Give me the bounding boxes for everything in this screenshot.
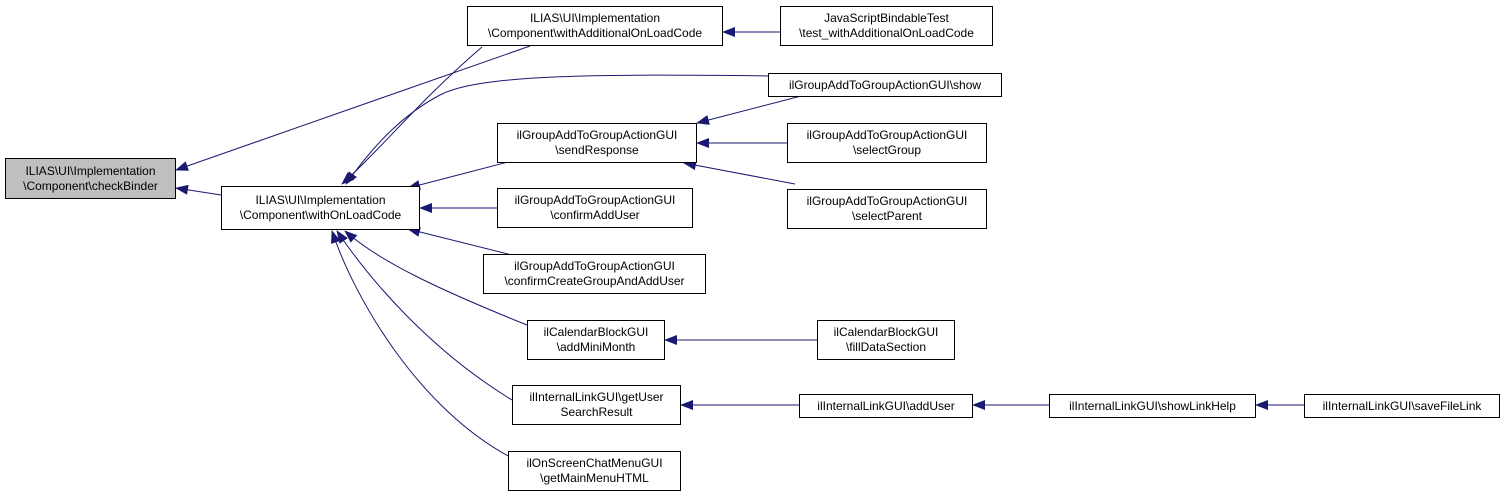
node-line: ilGroupAddToGroupActionGUI	[514, 193, 676, 207]
node-line: ilInternalLinkGUI\showLinkHelp	[1069, 398, 1236, 413]
edge-gConfirmCreate-to-withOnLoadCode	[407, 227, 513, 256]
node-line: JavaScriptBindableTest	[824, 11, 949, 25]
node-line: \confirmCreateGroupAndAddUser	[504, 274, 685, 288]
node-line: ilInternalLinkGUI\getUser	[529, 390, 664, 404]
node-gSelectGroup[interactable]: ilGroupAddToGroupActionGUI \selectGroup	[787, 123, 987, 163]
node-line: ilCalendarBlockGUI	[833, 325, 939, 339]
node-line: \Component\withOnLoadCode	[239, 208, 402, 222]
edge-withAdditional-to-checkBinder	[175, 45, 531, 171]
node-line: ILIAS\UI\Implementation	[529, 11, 661, 25]
edge-calMini-to-withOnLoadCode	[344, 230, 528, 326]
node-line: ilOnScreenChatMenuGUI	[526, 456, 663, 470]
node-line: ilCalendarBlockGUI	[543, 325, 649, 339]
node-linkAddUser[interactable]: ilInternalLinkGUI\addUser	[799, 394, 973, 418]
edge-linkGetUser-to-withOnLoadCode	[336, 230, 513, 401]
node-gConfirmAddUser[interactable]: ilGroupAddToGroupActionGUI \confirmAddUs…	[497, 188, 693, 228]
node-line: \selectParent	[851, 209, 923, 223]
node-gSelectParent[interactable]: ilGroupAddToGroupActionGUI \selectParent	[787, 189, 987, 229]
node-gConfirmCreate[interactable]: ilGroupAddToGroupActionGUI \confirmCreat…	[483, 254, 706, 294]
node-line: \Component\checkBinder	[23, 178, 158, 193]
edge-withAdditional-to-withOnLoadCode	[341, 46, 483, 185]
node-withAdditionalOnLoadCode[interactable]: ILIAS\UI\Implementation \Component\withA…	[467, 6, 723, 46]
node-line: SearchResult	[560, 405, 633, 419]
node-checkBinder[interactable]: ILIAS\UI\Implementation \Component\check…	[5, 158, 176, 199]
node-line: ilGroupAddToGroupActionGUI	[806, 194, 968, 208]
node-line: \Component\withAdditionalOnLoadCode	[487, 26, 703, 40]
node-withOnLoadCode[interactable]: ILIAS\UI\Implementation \Component\withO…	[221, 186, 420, 230]
node-line: \test_withAdditionalOnLoadCode	[799, 26, 974, 40]
edge-chatMenu-to-withOnLoadCode	[331, 230, 513, 459]
edge-withOnLoadCode-to-checkBinder	[175, 184, 222, 196]
edge-gShow-to-gSend	[696, 94, 806, 125]
edge-gSend-to-withOnLoadCode	[407, 160, 513, 190]
edge-gShow-to-withOnLoadCode	[345, 74, 776, 185]
node-linkShowLinkHelp[interactable]: ilInternalLinkGUI\showLinkHelp	[1049, 394, 1256, 418]
node-linkGetUserSearchResult[interactable]: ilInternalLinkGUI\getUser SearchResult	[512, 385, 681, 425]
node-line: \sendResponse	[555, 143, 639, 157]
node-line: ilGroupAddToGroupActionGUI	[806, 128, 968, 142]
node-line: ilGroupAddToGroupActionGUI\show	[788, 77, 982, 92]
node-line: \fillDataSection	[845, 340, 927, 354]
node-line: ILIAS\UI\Implementation	[25, 163, 156, 178]
node-line: ilInternalLinkGUI\addUser	[817, 398, 955, 413]
node-calFillDataSection[interactable]: ilCalendarBlockGUI \fillDataSection	[817, 320, 955, 360]
node-line: ilGroupAddToGroupActionGUI	[516, 128, 678, 142]
edge-gSelectParent-to-gSend	[683, 160, 796, 185]
node-calAddMiniMonth[interactable]: ilCalendarBlockGUI \addMiniMonth	[527, 320, 665, 360]
node-line: ilGroupAddToGroupActionGUI	[514, 259, 675, 273]
node-line: \getMainMenuHTML	[540, 471, 649, 485]
node-line: \confirmAddUser	[550, 208, 640, 222]
node-line: \selectGroup	[852, 143, 922, 157]
node-chatGetMainMenuHTML[interactable]: ilOnScreenChatMenuGUI \getMainMenuHTML	[508, 451, 681, 491]
node-linkSaveFileLink[interactable]: ilInternalLinkGUI\saveFileLink	[1304, 394, 1500, 418]
node-jsTest[interactable]: JavaScriptBindableTest \test_withAdditio…	[780, 6, 993, 46]
node-line: \addMiniMonth	[556, 340, 636, 354]
node-gShow[interactable]: ilGroupAddToGroupActionGUI\show	[768, 73, 1002, 97]
node-gSendResponse[interactable]: ilGroupAddToGroupActionGUI \sendResponse	[497, 123, 697, 163]
node-line: ilInternalLinkGUI\saveFileLink	[1322, 398, 1482, 413]
node-line: ILIAS\UI\Implementation	[255, 193, 386, 207]
